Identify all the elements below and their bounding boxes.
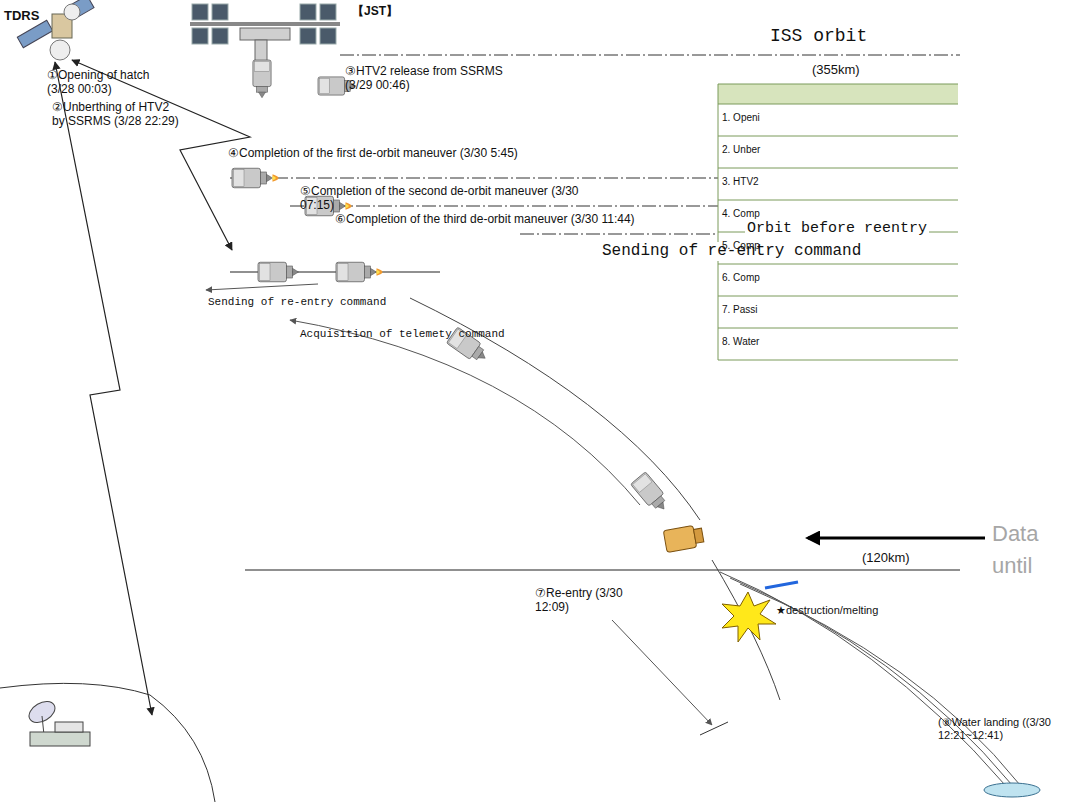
- command-label: Acquisition of telemety command: [300, 328, 505, 341]
- table-cell: 4. Comp: [722, 208, 952, 220]
- splash-zone: [984, 783, 1040, 797]
- destruction-burst: [722, 592, 776, 642]
- altitude-label: (355km): [812, 62, 860, 78]
- event-callout: ②Unberthing of HTV2 by SSRMS (3/28 22:29…: [52, 100, 180, 129]
- comm-link: [55, 62, 152, 715]
- altitude-120km-line: [245, 569, 960, 570]
- orbit-name: ISS orbit: [770, 26, 867, 48]
- table-cell: 7. Passi: [722, 304, 952, 316]
- pointer-arrow: [808, 537, 985, 540]
- ground-station: [25, 697, 90, 746]
- table-cell: 8. Water: [722, 336, 952, 348]
- event-callout: ①Opening of hatch (3/28 00:03): [47, 68, 165, 97]
- table-cell: 3. HTV2: [722, 176, 952, 188]
- event-callout: ⑤Completion of the second de-orbit maneu…: [300, 184, 600, 213]
- command-label: Sending of re-entry command: [208, 296, 386, 309]
- reentry-arrow: [612, 620, 712, 725]
- event-callout: ③HTV2 release from SSRMS (3/29 00:46): [345, 64, 515, 93]
- ground: [0, 683, 215, 802]
- event-callout: (⑧Water landing ((3/30 12:21~12:41): [938, 716, 1066, 742]
- event-callout: ⑦Re-entry (3/30 12:09): [535, 586, 631, 615]
- table-cell: 2. Unber: [722, 144, 952, 156]
- satellite-name: TDRS: [4, 8, 39, 24]
- note-text: Data: [992, 521, 1038, 547]
- data-marker: [765, 582, 798, 588]
- agency-tag: 【JST】: [352, 4, 398, 18]
- event-callout: ⑥Completion of the third de-orbit maneuv…: [335, 212, 635, 226]
- callout-label: ★destruction/melting: [776, 604, 878, 617]
- iss-station: [190, 4, 340, 62]
- telemetry-arrow: [290, 320, 640, 505]
- table-cell: 5. Comp: [722, 240, 952, 252]
- reentry-tick: [700, 722, 728, 735]
- orbit-name: Orbit before reentry: [745, 220, 929, 238]
- table-cell: 1. Openi: [722, 112, 952, 124]
- htv-reentry-heated: [663, 526, 704, 553]
- command-arrow: [206, 284, 318, 290]
- note-text: until: [992, 553, 1032, 579]
- event-callout: ④Completion of the first de-orbit maneuv…: [228, 146, 528, 160]
- altitude-label: (120km): [862, 550, 910, 566]
- htv-at-iss: [253, 60, 356, 98]
- table-cell: 6. Comp: [722, 272, 952, 284]
- htv-capsules: [232, 168, 672, 515]
- timeline-table: [718, 84, 958, 360]
